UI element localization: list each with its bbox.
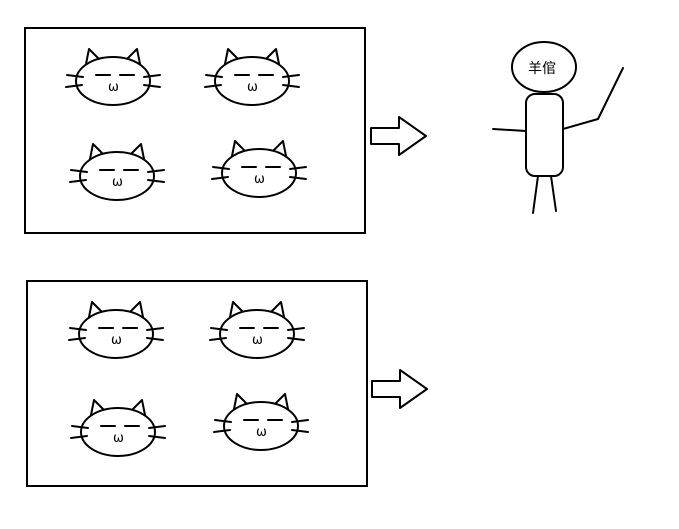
shepherd-right-arm	[562, 67, 624, 130]
shepherd-body	[525, 93, 564, 177]
group-2-frame	[26, 280, 368, 487]
shepherd-left-leg	[532, 175, 539, 214]
shepherd-label: 羊倌	[528, 61, 556, 77]
shepherd-figure: 羊倌	[492, 41, 624, 214]
group-2	[26, 280, 428, 487]
group-1	[24, 27, 427, 234]
shepherd-head	[511, 41, 577, 93]
group-1-frame	[24, 27, 366, 234]
shepherd-right-leg	[550, 175, 557, 212]
shepherd-left-arm	[492, 128, 527, 132]
group-1-arrow	[370, 116, 427, 156]
group-2-arrow	[371, 369, 428, 409]
